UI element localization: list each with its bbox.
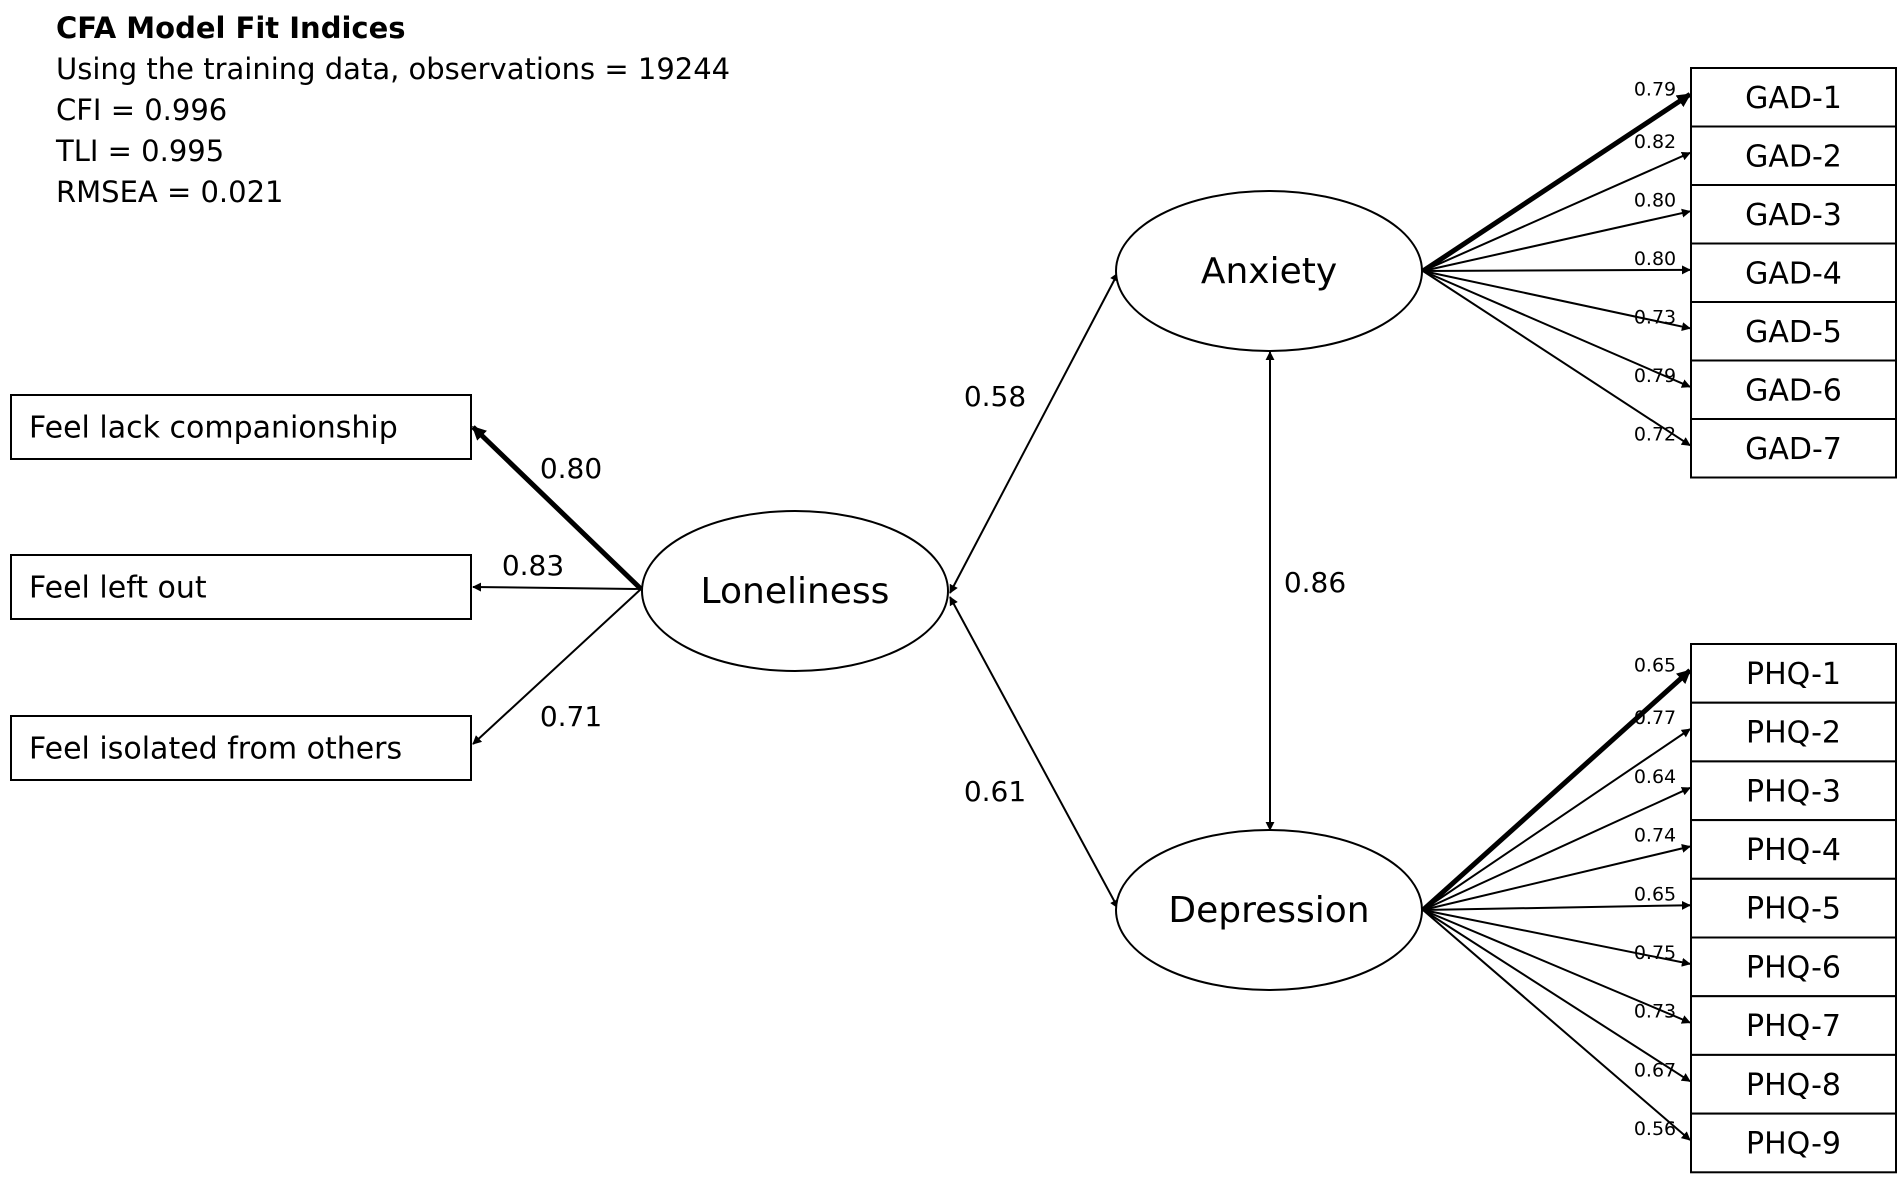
fit-indices-title: CFA Model Fit Indices [56,11,406,45]
indicator-box-depression-8-label: PHQ-8 [1746,1068,1841,1103]
loading-arrow-anxiety-7 [1422,270,1691,447]
loading-label-loneliness-2: 0.83 [502,549,564,582]
indicator-box-anxiety-2 [1690,125,1897,186]
loading-arrow-depression-7 [1422,909,1691,1024]
indicator-box-depression-7-label: PHQ-7 [1746,1009,1841,1044]
indicator-box-depression-4-label: PHQ-4 [1746,833,1841,868]
loading-label-anxiety-2: 0.82 [1634,131,1676,153]
path-edges [471,92,1692,1141]
indicator-box-depression-3-label: PHQ-3 [1746,774,1841,809]
indicator-box-depression-1 [1690,643,1897,704]
loading-label-anxiety-5: 0.73 [1634,307,1676,329]
loading-label-depression-1: 0.65 [1634,655,1676,677]
correlation-label-anxiety-depression: 0.86 [1284,566,1346,599]
fit-line-rmsea: RMSEA = 0.021 [56,175,284,209]
loading-label-depression-9: 0.56 [1634,1118,1676,1140]
loading-arrow-loneliness-1 [471,425,643,591]
indicator-box-depression-2 [1690,701,1897,763]
loading-label-depression-2: 0.77 [1634,707,1676,729]
loading-label-depression-8: 0.67 [1634,1059,1676,1081]
loading-arrow-anxiety-5 [1422,270,1691,332]
indicator-box-depression-2-label: PHQ-2 [1746,716,1841,751]
latent-depression [1115,829,1423,991]
indicator-box-loneliness-3 [10,715,472,781]
indicator-box-anxiety-7 [1690,418,1897,479]
indicator-box-anxiety-7-label: GAD-7 [1745,432,1842,467]
loading-label-anxiety-7: 0.72 [1634,424,1676,446]
loading-arrow-depression-1 [1421,668,1692,912]
loading-arrow-anxiety-1 [1421,92,1692,274]
path-nodes [10,67,1897,1174]
indicator-box-anxiety-3-label: GAD-3 [1745,198,1842,233]
fit-line-observations: Using the training data, observations = … [56,52,731,86]
indicator-box-anxiety-4-label: GAD-4 [1745,256,1842,291]
loading-label-depression-4: 0.74 [1634,825,1676,847]
indicator-box-anxiety-6 [1690,359,1897,420]
loading-label-loneliness-1: 0.80 [540,452,602,485]
indicator-box-depression-1-label: PHQ-1 [1746,657,1841,692]
indicator-box-depression-9-label: PHQ-9 [1746,1126,1841,1161]
loading-arrow-depression-2 [1422,728,1691,911]
loading-label-anxiety-4: 0.80 [1634,248,1676,270]
loading-arrow-depression-5 [1422,900,1691,911]
loading-arrow-depression-9 [1422,909,1691,1141]
indicator-box-depression-6-label: PHQ-6 [1746,950,1841,985]
indicator-box-depression-9 [1690,1112,1897,1174]
loading-arrow-depression-6 [1422,909,1691,967]
loading-arrow-depression-8 [1422,909,1691,1083]
indicator-box-loneliness-2-label: Feel left out [29,571,207,606]
correlation-arrow-loneliness-anxiety [949,272,1119,594]
latent-loneliness [641,510,949,672]
fit-line-cfi: CFI = 0.996 [56,93,228,127]
loading-arrow-loneliness-2 [472,582,642,592]
loading-label-anxiety-6: 0.79 [1634,365,1676,387]
indicator-box-depression-5 [1690,877,1897,939]
latent-anxiety [1115,190,1423,352]
indicator-box-anxiety-4 [1690,242,1897,303]
correlation-label-loneliness-anxiety: 0.58 [964,380,1026,413]
loading-label-anxiety-1: 0.79 [1634,79,1676,101]
loading-arrow-depression-4 [1422,844,1691,911]
latent-anxiety-label: Anxiety [1201,251,1337,292]
indicator-box-anxiety-6-label: GAD-6 [1745,373,1842,408]
loading-arrow-anxiety-2 [1422,151,1691,272]
indicator-box-depression-6 [1690,936,1897,998]
loading-arrow-anxiety-3 [1422,208,1691,272]
latent-loneliness-label: Loneliness [701,571,890,612]
indicator-box-depression-4 [1690,819,1897,880]
indicator-box-loneliness-1 [10,394,472,460]
indicator-box-loneliness-3-label: Feel isolated from others [29,732,402,767]
indicator-box-depression-7 [1690,995,1897,1056]
correlation-arrow-loneliness-depression [949,596,1119,909]
loading-arrow-anxiety-4 [1422,265,1691,275]
loading-arrow-loneliness-3 [472,588,642,745]
indicator-box-depression-5-label: PHQ-5 [1746,892,1841,927]
loading-arrow-anxiety-6 [1422,270,1691,388]
indicator-box-loneliness-2 [10,554,472,620]
loading-label-anxiety-3: 0.80 [1634,190,1676,212]
indicator-box-anxiety-5-label: GAD-5 [1745,315,1842,350]
loading-label-loneliness-3: 0.71 [540,700,602,733]
indicator-box-anxiety-5 [1690,301,1897,362]
loading-arrow-depression-3 [1422,786,1691,911]
indicator-box-anxiety-1 [1690,67,1897,128]
correlation-label-loneliness-depression: 0.61 [964,775,1026,808]
fit-indices-block: CFA Model Fit Indices Using the training… [56,8,730,213]
indicator-box-depression-3 [1690,760,1897,822]
indicator-box-depression-8 [1690,1053,1897,1115]
loading-label-depression-6: 0.75 [1634,942,1676,964]
indicator-box-anxiety-1-label: GAD-1 [1745,81,1842,116]
fit-line-tli: TLI = 0.995 [56,134,225,168]
loading-label-depression-7: 0.73 [1634,1001,1676,1023]
indicator-box-anxiety-3 [1690,184,1897,245]
loading-label-depression-5: 0.65 [1634,883,1676,905]
indicator-box-loneliness-1-label: Feel lack companionship [29,411,398,446]
indicator-box-anxiety-2-label: GAD-2 [1745,139,1842,174]
loading-label-depression-3: 0.64 [1634,766,1676,788]
latent-depression-label: Depression [1168,890,1369,931]
